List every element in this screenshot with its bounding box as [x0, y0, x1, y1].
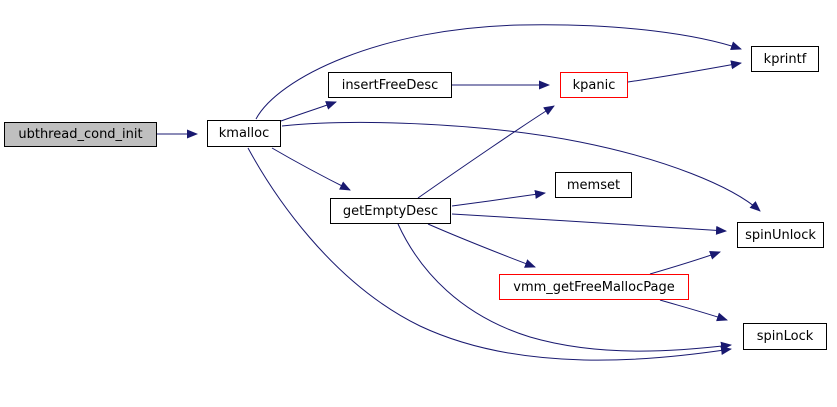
node-spinUnlock[interactable]: spinUnlock	[737, 222, 824, 248]
edge-getEmptyDesc-to-spinLock	[397, 223, 732, 352]
node-spinLock[interactable]: spinLock	[743, 323, 827, 350]
node-kmalloc[interactable]: kmalloc	[207, 120, 281, 147]
node-vmm_getFreeMallocPage[interactable]: vmm_getFreeMallocPage	[499, 274, 689, 300]
edge-vmm_getFreeMallocPage-to-spinUnlock	[649, 251, 721, 275]
edge-getEmptyDesc-to-kpanic	[417, 105, 555, 199]
edge-kmalloc-to-kprintf	[255, 24, 742, 120]
node-getEmptyDesc[interactable]: getEmptyDesc	[330, 198, 451, 224]
node-ubthread_cond_init: ubthread_cond_init	[4, 122, 157, 147]
edge-getEmptyDesc-to-memset	[451, 190, 546, 207]
node-kpanic[interactable]: kpanic	[560, 72, 628, 98]
node-kprintf[interactable]: kprintf	[751, 46, 819, 72]
edge-getEmptyDesc-to-vmm_getFreeMallocPage	[427, 223, 536, 268]
node-memset[interactable]: memset	[555, 172, 632, 198]
node-insertFreeDesc[interactable]: insertFreeDesc	[328, 72, 452, 98]
edge-kmalloc-to-spinUnlock	[281, 122, 761, 212]
edge-kpanic-to-kprintf	[627, 60, 742, 83]
edge-getEmptyDesc-to-spinUnlock	[451, 213, 727, 235]
edge-vmm_getFreeMallocPage-to-spinLock	[659, 299, 728, 322]
edge-kmalloc-to-insertFreeDesc	[280, 101, 337, 122]
edge-kmalloc-to-spinLock	[247, 147, 732, 361]
edge-kmalloc-to-getEmptyDesc	[271, 147, 351, 191]
